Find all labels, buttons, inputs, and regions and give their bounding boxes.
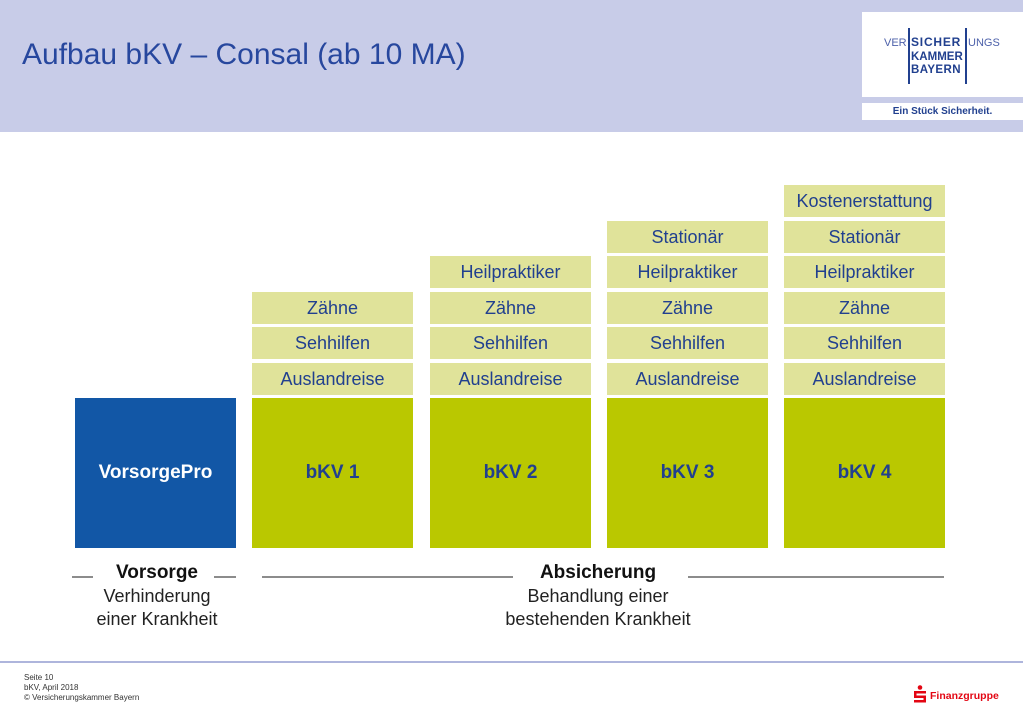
logo-tagline-text: Ein Stück Sicherheit. xyxy=(892,106,993,117)
section-title-absicherung: Absicherung xyxy=(539,562,657,583)
logo-text-sicher: SICHER xyxy=(911,35,962,49)
plan-column-bkv-2: Heilpraktiker Zähne Sehhilfen Auslandrei… xyxy=(430,180,591,548)
bkv-4-feature-heilpraktiker: Heilpraktiker xyxy=(784,256,945,288)
absicherung-rule-right xyxy=(688,576,944,578)
plan-block-bkv-2: bKV 2 xyxy=(430,398,591,548)
section-title-vorsorge: Vorsorge xyxy=(115,562,198,583)
footer-document-info: bKV, April 2018 xyxy=(24,683,79,692)
plan-block-bkv-4: bKV 4 xyxy=(784,398,945,548)
vorsorge-rule-right xyxy=(214,576,236,578)
sparkasse-s-icon xyxy=(914,685,926,703)
bkv-2-feature-zaehne: Zähne xyxy=(430,291,591,324)
bkv-2-feature-sehhilfen: Sehhilfen xyxy=(430,327,591,359)
logo-divider-right xyxy=(965,28,967,84)
footer-copyright: © Versicherungskammer Bayern xyxy=(24,693,140,702)
bkv-3-feature-sehhilfen: Sehhilfen xyxy=(607,327,768,359)
logo-text-ungs: UNGS xyxy=(968,37,1000,49)
bkv-1-feature-auslandreise: Auslandreise xyxy=(252,362,413,395)
sparkasse-s-shape xyxy=(914,691,926,703)
vkb-logo: VER SICHER UNGS KAMMER BAYERN xyxy=(862,12,1023,97)
section-vorsorge: Vorsorge Verhinderung einer Krankheit xyxy=(57,561,257,632)
footer-page-number: Seite 10 xyxy=(24,673,54,682)
plan-block-vorsorgepro: VorsorgePro xyxy=(75,398,236,548)
bkv-4-feature-zaehne: Zähne xyxy=(784,291,945,324)
sparkasse-s-dot xyxy=(917,685,923,690)
plan-column-bkv-1: Zähne Sehhilfen Auslandreise bKV 1 xyxy=(252,180,413,548)
plan-column-bkv-3: Stationär Heilpraktiker Zähne Sehhilfen … xyxy=(607,180,768,548)
logo-tagline: Ein Stück Sicherheit. xyxy=(862,103,1023,120)
section-absicherung: Absicherung Behandlung einer bestehenden… xyxy=(448,561,748,632)
footer-divider xyxy=(0,661,1023,663)
plan-column-vorsorgepro: VorsorgePro xyxy=(75,180,236,548)
bkv-3-feature-heilpraktiker: Heilpraktiker xyxy=(607,256,768,288)
logo-text-bayern: BAYERN xyxy=(911,64,961,76)
bkv-3-feature-auslandreise: Auslandreise xyxy=(607,362,768,395)
logo-text-ver: VER xyxy=(884,37,907,49)
section-vorsorge-desc-line-1: Verhinderung xyxy=(103,585,211,606)
plan-block-bkv-1: bKV 1 xyxy=(252,398,413,548)
bkv-2-feature-heilpraktiker: Heilpraktiker xyxy=(430,256,591,288)
bkv-4-feature-kostenerstattung: Kostenerstattung xyxy=(784,185,945,217)
section-absicherung-desc-line-2: bestehenden Krankheit xyxy=(505,609,691,629)
bkv-4-feature-stationaer: Stationär xyxy=(784,220,945,253)
footer-meta: Seite 10 bKV, April 2018 © Versicherungs… xyxy=(24,673,139,703)
bkv-2-feature-auslandreise: Auslandreise xyxy=(430,362,591,395)
section-absicherung-desc-line-1: Behandlung einer xyxy=(527,585,669,606)
bkv-4-feature-sehhilfen: Sehhilfen xyxy=(784,327,945,359)
bkv-3-feature-stationaer: Stationär xyxy=(607,220,768,253)
absicherung-rule-left xyxy=(262,576,513,578)
vorsorge-rule-left xyxy=(72,576,93,578)
logo-divider-left xyxy=(908,28,910,84)
bkv-3-feature-zaehne: Zähne xyxy=(607,291,768,324)
bkv-1-feature-zaehne: Zähne xyxy=(252,291,413,324)
bkv-4-feature-auslandreise: Auslandreise xyxy=(784,362,945,395)
brand-name: Finanzgruppe xyxy=(930,690,999,702)
header-band xyxy=(0,0,1023,132)
logo-text-kammer: KAMMER xyxy=(911,51,963,63)
section-vorsorge-desc-line-2: einer Krankheit xyxy=(96,609,218,629)
slide-title: Aufbau bKV – Consal (ab 10 MA) xyxy=(22,38,466,71)
bkv-1-feature-sehhilfen: Sehhilfen xyxy=(252,327,413,359)
plan-column-bkv-4: Kostenerstattung Stationär Heilpraktiker… xyxy=(784,180,945,548)
plan-block-bkv-3: bKV 3 xyxy=(607,398,768,548)
